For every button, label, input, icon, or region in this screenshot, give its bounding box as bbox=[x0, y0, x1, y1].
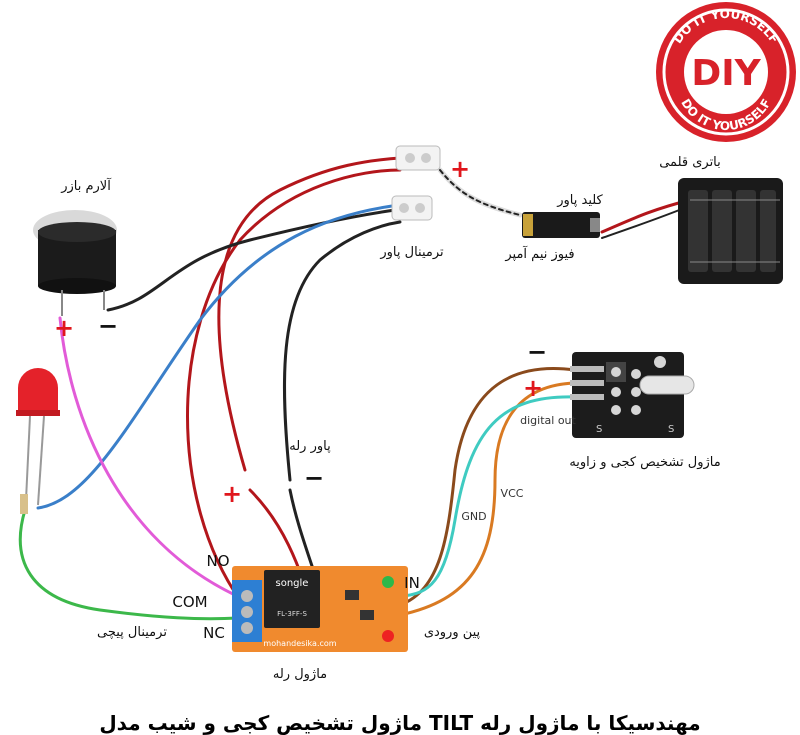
svg-text:S: S bbox=[668, 424, 674, 435]
label-com: COM bbox=[172, 593, 207, 611]
label-in: IN bbox=[404, 574, 420, 592]
label-power-terminal: ترمینال پاور bbox=[379, 245, 444, 260]
wire-battery-red bbox=[600, 198, 692, 234]
labels: آلارم بازر باتری قلمی کلید پاور فیوز نیم… bbox=[60, 155, 721, 682]
label-screw-terminal: ترمینال پیچی bbox=[97, 625, 167, 640]
wire-led-blue bbox=[36, 204, 394, 510]
diy-logo: DIY DO IT YOURSELF DO IT YOURSELF bbox=[656, 2, 796, 142]
label-tilt-module: ماژول تشخیص کجی و زاویه bbox=[569, 455, 720, 470]
wire-led-green bbox=[18, 508, 240, 621]
label-vcc: VCC bbox=[501, 487, 524, 500]
tilt-module: S S bbox=[570, 352, 695, 438]
label-nc: NC bbox=[203, 624, 225, 642]
power-terminal bbox=[391, 145, 441, 221]
minus-sign-relay: − bbox=[304, 464, 324, 492]
relay-brand-text: songle bbox=[276, 578, 309, 589]
label-digital-out: digital out bbox=[520, 414, 576, 427]
red-led bbox=[16, 368, 60, 514]
relay-model-text: FL-3FF-S bbox=[277, 610, 307, 618]
polarity-signs: + + − + − − + bbox=[54, 155, 547, 508]
label-battery: باتری قلمی bbox=[659, 155, 721, 170]
label-relay-power: پاور رله bbox=[289, 439, 331, 454]
relay-board-site: mohandesika.com bbox=[263, 639, 336, 648]
buzzer bbox=[33, 210, 117, 316]
minus-sign-buzzer: − bbox=[98, 312, 118, 340]
plus-sign-tilt: + bbox=[523, 374, 543, 402]
wires bbox=[18, 156, 693, 632]
power-switch bbox=[522, 212, 600, 238]
wire-relay-power-minus bbox=[282, 220, 402, 482]
wire-buzzer-minus bbox=[106, 208, 397, 312]
svg-text:S: S bbox=[596, 424, 602, 435]
minus-sign-tilt: − bbox=[527, 338, 547, 366]
label-input-pins: پین ورودی bbox=[424, 625, 481, 640]
wire-gnd-brown bbox=[398, 367, 577, 607]
wire-digital-teal bbox=[398, 395, 577, 598]
label-no: NO bbox=[206, 552, 229, 570]
label-gnd: GND bbox=[461, 510, 486, 523]
battery-holder bbox=[678, 178, 783, 284]
wire-vcc-orange bbox=[398, 381, 577, 617]
wire-relay-power-plus bbox=[217, 156, 402, 472]
label-buzzer: آلارم بازر bbox=[60, 177, 112, 194]
label-fuse: فیوز نیم آمپر bbox=[504, 245, 574, 262]
label-power-key: کلید پاور bbox=[556, 193, 603, 208]
wire-twisted-black bbox=[439, 169, 521, 216]
wire-buzzer-plus-magenta bbox=[58, 316, 237, 597]
logo-text-center: DIY bbox=[691, 53, 761, 94]
wire-com-red bbox=[186, 168, 402, 602]
plus-sign-terminal: + bbox=[450, 155, 470, 183]
relay-module: songle FL-3FF-S mohandesika.com bbox=[232, 566, 408, 652]
plus-sign-relay: + bbox=[222, 480, 242, 508]
diagram-title: ماژول تشخیص کجی و شیب مدل TILT مهندسیکا … bbox=[99, 711, 700, 735]
label-relay-module: ماژول رله bbox=[273, 667, 327, 682]
plus-sign-buzzer: + bbox=[54, 314, 74, 342]
